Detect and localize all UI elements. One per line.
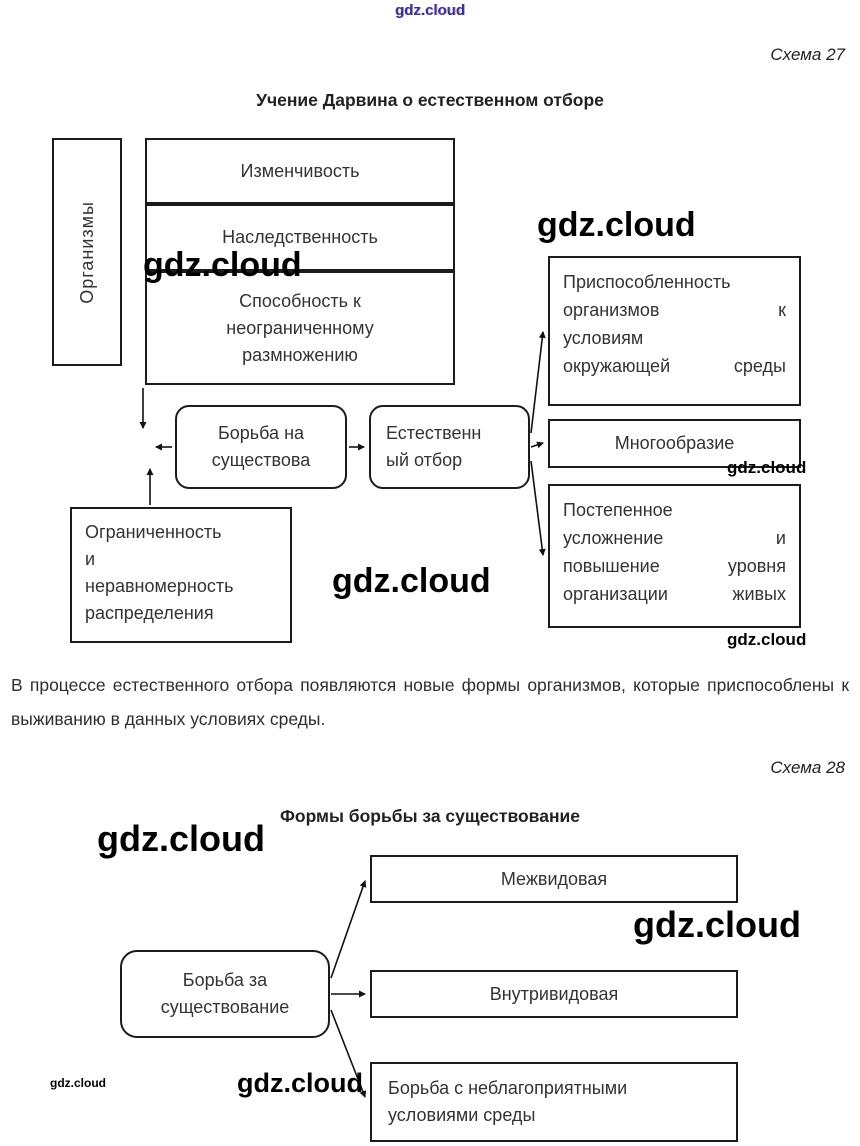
summary-paragraph: В процессе естественного отбора появляют… [11,675,849,729]
result-line: организации живых [563,584,786,604]
result-line: усложнение и [563,528,786,548]
form-label: Межвидовая [500,868,608,889]
watermark: gdz.cloud [97,818,265,859]
result-box-diversity: Многообразие [548,419,801,468]
form-box-intraspecific: Внутривидовая [370,970,738,1018]
form-box-interspecific: Межвидовая [370,855,738,903]
result-line: повышение уровня [563,556,786,576]
watermark: gdz.cloud [727,458,807,477]
form-label: Борьба с неблагоприятными условиями сред… [388,1078,628,1125]
limitation-line: неравномерность [85,576,234,596]
result-line: Приспособленность [563,272,731,292]
result-line: окружающей среды [563,356,786,376]
schema27-title: Учение Дарвина о естественном отборе [256,90,604,110]
watermark-top: gdz.cloud [395,2,465,19]
struggle-line: Борьба на [217,423,305,443]
selection-line: Естественн [386,423,482,443]
property-label: Наследственность [222,227,378,247]
form-label: Внутривидовая [489,983,619,1004]
schema27-label: Схема 27 [770,45,845,64]
property-label: Способность к неограниченному размножени… [226,290,374,365]
form-box-environment: Борьба с неблагоприятными условиями сред… [370,1062,738,1142]
result-box-adaptation: Приспособленность организмов к условиям … [548,256,801,406]
result-line: организмов к [563,300,786,320]
watermark: gdz.cloud [727,630,807,649]
watermark: gdz.cloud [537,206,696,244]
result-line: Постепенное [563,500,673,520]
selection-line: ый отбор [386,450,463,470]
result-label: Многообразие [614,433,735,453]
property-box-reproduction: Способность к неограниченному размножени… [145,271,455,385]
limitation-box: Ограниченность и неравномерность распред… [70,507,292,643]
schema28-title: Формы борьбы за существование [279,806,581,826]
organisms-box: Организмы [52,138,122,366]
limitation-line: Ограниченность [85,522,222,542]
result-line: условиям [563,328,644,348]
schema28-label: Схема 28 [770,758,845,777]
root-line: Борьба за [182,970,268,990]
limitation-line: и [85,549,96,569]
property-box-variability: Изменчивость [145,138,455,204]
struggle-box: Борьба на существова [175,405,347,489]
watermark: gdz.cloud [143,246,302,284]
watermark: gdz.cloud [633,904,801,945]
natural-selection-box: Естественн ый отбор [369,405,530,489]
watermark: gdz.cloud [50,1076,106,1090]
property-box-heredity: Наследственность [145,204,455,271]
struggle-line: существова [211,450,311,470]
struggle-root-box: Борьба за существование [120,950,330,1038]
root-line: существование [160,997,290,1017]
result-box-complexity: Постепенное усложнение и повышение уровн… [548,484,801,628]
property-label: Изменчивость [240,160,360,181]
organisms-label: Организмы [76,200,97,304]
limitation-line: распределения [85,603,214,623]
watermark: gdz.cloud [332,562,491,600]
watermark: gdz.cloud [237,1068,363,1098]
